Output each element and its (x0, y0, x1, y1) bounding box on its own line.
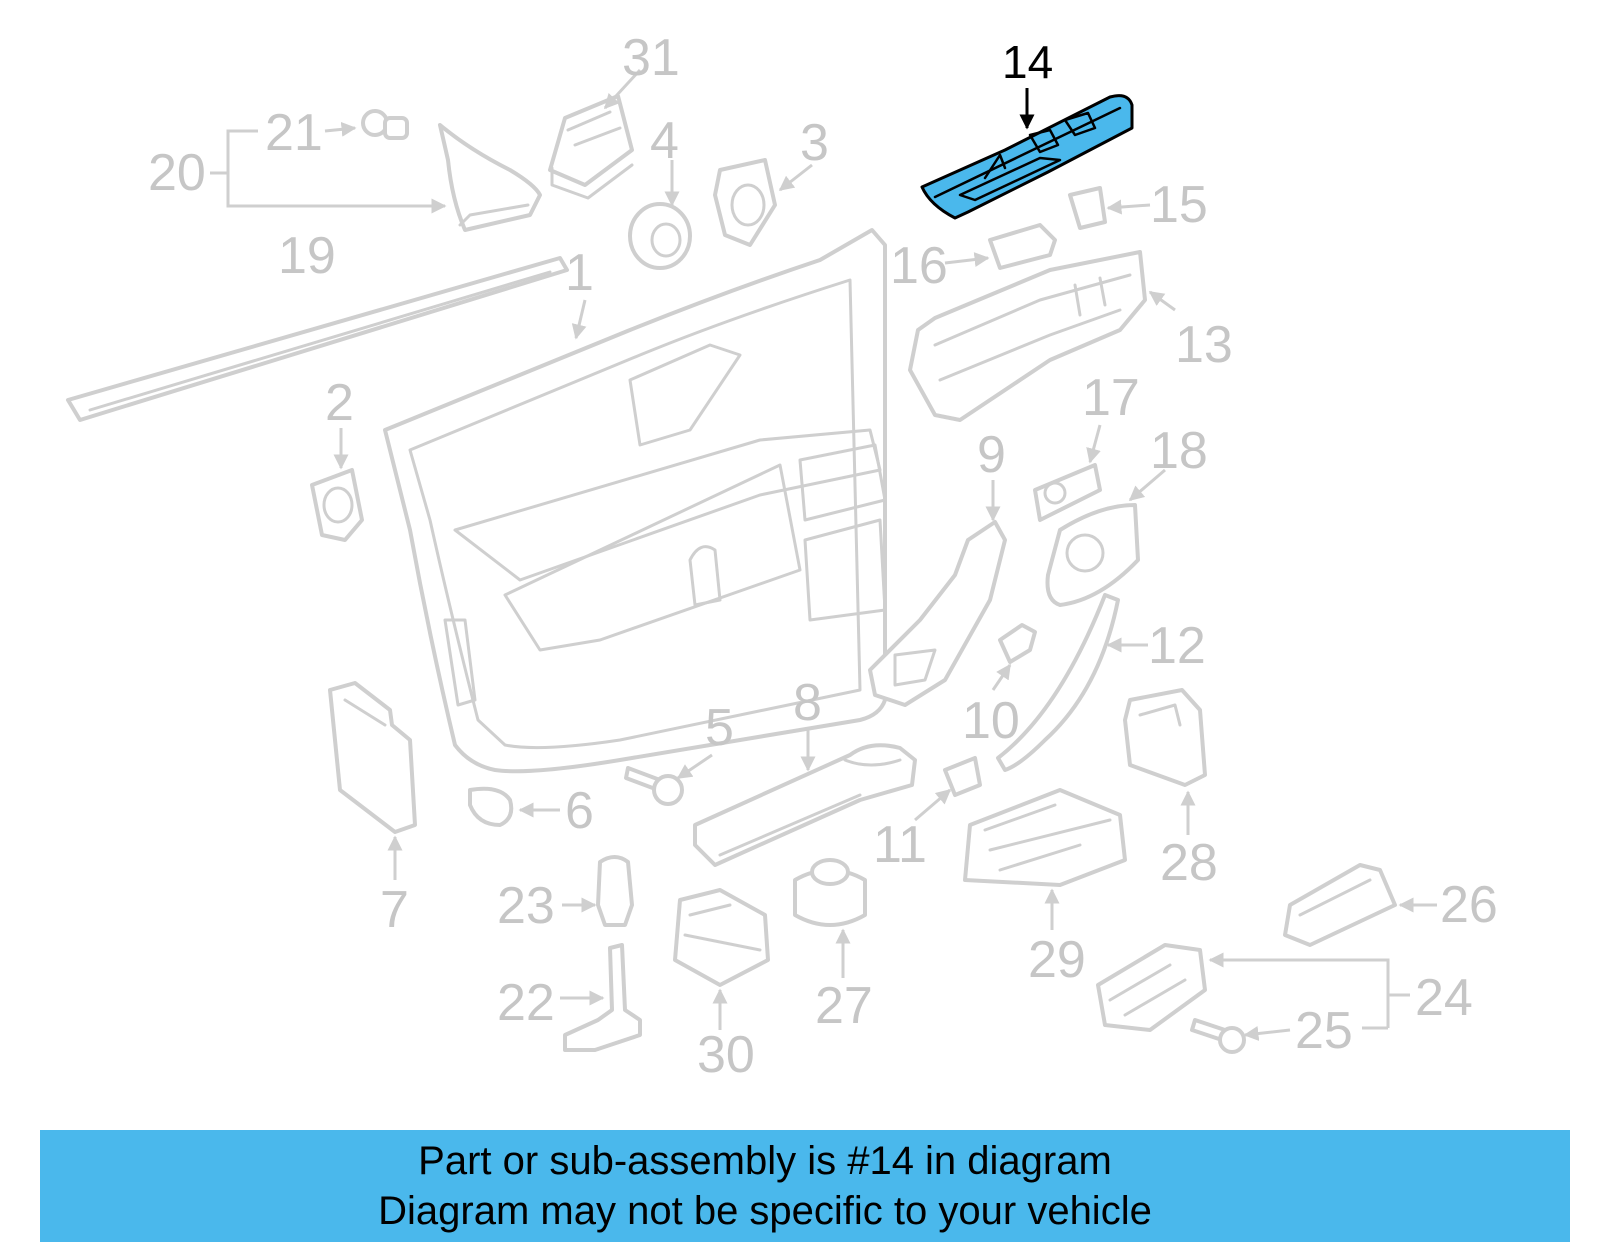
part-1-door-panel[interactable] (383, 228, 887, 774)
part-6-clip[interactable] (468, 786, 560, 827)
bracket-24-25 (1208, 952, 1410, 1030)
part-3-tweeter[interactable] (713, 158, 813, 247)
callout-23: 23 (497, 877, 555, 935)
callout-1: 1 (565, 244, 594, 302)
part-21-screw[interactable] (361, 109, 409, 140)
callout-15: 15 (1150, 176, 1208, 234)
part-7-bracket[interactable] (328, 681, 417, 880)
part-19-belt-molding[interactable] (66, 256, 569, 422)
callout-19: 19 (278, 227, 336, 285)
part-27-knob-switch[interactable] (793, 858, 867, 978)
part-22-connector[interactable] (560, 943, 642, 1052)
banner-line-disclaimer: Diagram may not be specific to your vehi… (378, 1189, 1152, 1233)
part-14-switch-bezel-highlighted[interactable] (920, 88, 1134, 220)
part-17-bezel[interactable] (1033, 424, 1102, 522)
callout-14: 14 (1002, 36, 1053, 88)
callout-18: 18 (1150, 422, 1208, 480)
info-banner: Part or sub-assembly is #14 in diagram D… (40, 1130, 1570, 1242)
callout-8: 8 (793, 674, 822, 732)
part-10-clip[interactable] (991, 623, 1037, 691)
part-4-grommet[interactable] (628, 160, 692, 270)
part-28-switch[interactable] (1123, 688, 1207, 835)
callout-29: 29 (1028, 931, 1086, 989)
callout-28: 28 (1160, 834, 1218, 892)
bracket-20-21 (210, 121, 447, 214)
callout-5: 5 (705, 699, 734, 757)
part-11-clip[interactable] (914, 756, 982, 822)
part-29-window-switch[interactable] (963, 788, 1127, 930)
callout-30: 30 (697, 1026, 755, 1084)
part-16-clip[interactable] (944, 223, 1057, 270)
part-9-armrest-trim[interactable] (868, 480, 1007, 707)
callout-13: 13 (1175, 316, 1233, 374)
part-30-switch[interactable] (673, 888, 770, 1030)
callout-11: 11 (873, 816, 927, 874)
part-31-switch[interactable] (548, 68, 642, 200)
callout-17: 17 (1082, 369, 1140, 427)
callout-25: 25 (1295, 1002, 1353, 1060)
part-18-mirror-bezel[interactable] (1045, 468, 1166, 607)
callout-9: 9 (977, 426, 1006, 484)
callout-4: 4 (650, 112, 679, 170)
callout-7: 7 (380, 881, 409, 939)
part-13-switch-housing[interactable] (908, 250, 1176, 422)
callout-31: 31 (622, 29, 680, 87)
part-24-door-handle[interactable] (1096, 943, 1207, 1032)
banner-line-part: Part or sub-assembly is #14 in diagram (418, 1139, 1112, 1183)
callout-21: 21 (265, 104, 323, 162)
part-26-handle-bezel[interactable] (1283, 863, 1437, 947)
callout-6: 6 (565, 782, 594, 840)
part-23-clip[interactable] (562, 855, 634, 927)
callout-27: 27 (815, 977, 873, 1035)
part-2-speaker[interactable] (310, 428, 364, 542)
callout-10: 10 (962, 692, 1020, 750)
callout-2: 2 (325, 374, 354, 432)
callout-20: 20 (148, 144, 206, 202)
part-20-mirror-cover[interactable] (438, 123, 542, 232)
callout-12: 12 (1148, 617, 1206, 675)
callout-22: 22 (497, 974, 555, 1032)
part-5-screw[interactable] (624, 753, 713, 806)
callout-16: 16 (890, 237, 948, 295)
part-15-clip[interactable] (1068, 186, 1151, 230)
part-12-trim-strip[interactable] (996, 593, 1148, 772)
callout-24: 24 (1415, 969, 1473, 1027)
callout-3: 3 (800, 114, 829, 172)
part-8-armrest[interactable] (693, 728, 917, 867)
callout-26: 26 (1440, 876, 1498, 934)
part-25-screw[interactable] (1190, 1018, 1291, 1054)
